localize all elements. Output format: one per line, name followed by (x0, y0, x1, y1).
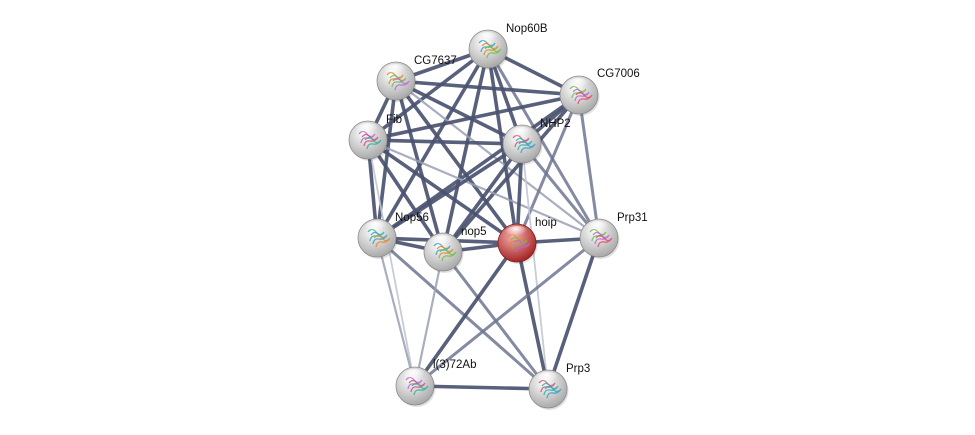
node-nhp2[interactable]: NHP2 (502, 118, 571, 165)
node-label-nop60b: Nop60B (506, 23, 548, 35)
node-fib[interactable]: Fib (348, 114, 402, 161)
node-label-l372ab: l(3)72Ab (433, 359, 476, 371)
edge-prp31-l372ab[interactable] (413, 236, 601, 388)
edge-l372ab-prp3[interactable] (413, 384, 550, 391)
edge-cg7637-nhp2[interactable] (394, 79, 524, 146)
node-nop56[interactable]: Nop56 (357, 212, 429, 259)
edge-prp31-prp3[interactable] (546, 236, 601, 391)
edge-nop60b-nop56[interactable] (375, 47, 490, 240)
edge-fib-nhp2[interactable] (366, 138, 524, 146)
edge-nop60b-nop5[interactable] (441, 47, 490, 254)
edge-nop5-l372ab[interactable] (413, 250, 445, 388)
node-label-nop56: Nop56 (395, 212, 429, 224)
edge-cg7006-fib[interactable] (366, 93, 581, 142)
node-label-nhp2: NHP2 (540, 118, 571, 130)
edge-cg7006-prp31[interactable] (577, 93, 601, 240)
edge-nop56-prp3[interactable] (375, 236, 550, 391)
edge-nhp2-nop56[interactable] (375, 142, 524, 240)
edge-nop56-l372ab[interactable] (375, 236, 417, 388)
node-hoip[interactable]: hoip (497, 217, 557, 264)
node-prp3[interactable]: Prp3 (528, 363, 590, 410)
node-prp31[interactable]: Prp31 (579, 212, 648, 259)
edge-hoip-prp3[interactable] (515, 241, 550, 391)
edge-nop60b-fib[interactable] (366, 47, 490, 142)
node-label-cg7637: CG7637 (414, 55, 457, 67)
node-cg7006[interactable]: CG7006 (559, 68, 640, 116)
edge-nhp2-nop5[interactable] (441, 142, 524, 254)
edge-nhp2-prp3[interactable] (521, 143, 549, 390)
edge-cg7637-nop56[interactable] (375, 79, 398, 240)
edge-cg7637-cg7006[interactable] (394, 79, 581, 97)
edge-hoip-l372ab[interactable] (413, 241, 519, 388)
edge-fib-hoip[interactable] (366, 138, 519, 245)
edge-fib-nop5[interactable] (366, 138, 445, 254)
edge-nop60b-hoip[interactable] (486, 47, 519, 245)
edge-fib-l372ab[interactable] (367, 139, 416, 387)
node-label-prp31: Prp31 (617, 212, 648, 224)
node-label-fib: Fib (386, 114, 402, 126)
node-nop5[interactable]: nop5 (423, 226, 487, 273)
node-label-prp3: Prp3 (566, 363, 590, 375)
node-nop60b[interactable]: Nop60B (468, 23, 548, 70)
node-label-nop5: nop5 (461, 226, 487, 238)
edge-fib-prp31[interactable] (366, 138, 601, 240)
node-label-cg7006: CG7006 (597, 68, 640, 80)
edge-nop60b-prp31[interactable] (486, 47, 601, 240)
edge-cg7006-nop5[interactable] (441, 93, 581, 254)
node-cg7637[interactable]: CG7637 (376, 55, 457, 102)
edge-cg7006-hoip[interactable] (515, 93, 581, 245)
edge-cg7637-nop5[interactable] (394, 79, 445, 254)
node-label-hoip: hoip (535, 217, 557, 229)
edge-cg7637-hoip[interactable] (394, 79, 519, 245)
node-l372ab[interactable]: l(3)72Ab (395, 359, 476, 407)
edge-nhp2-prp31[interactable] (520, 142, 601, 240)
